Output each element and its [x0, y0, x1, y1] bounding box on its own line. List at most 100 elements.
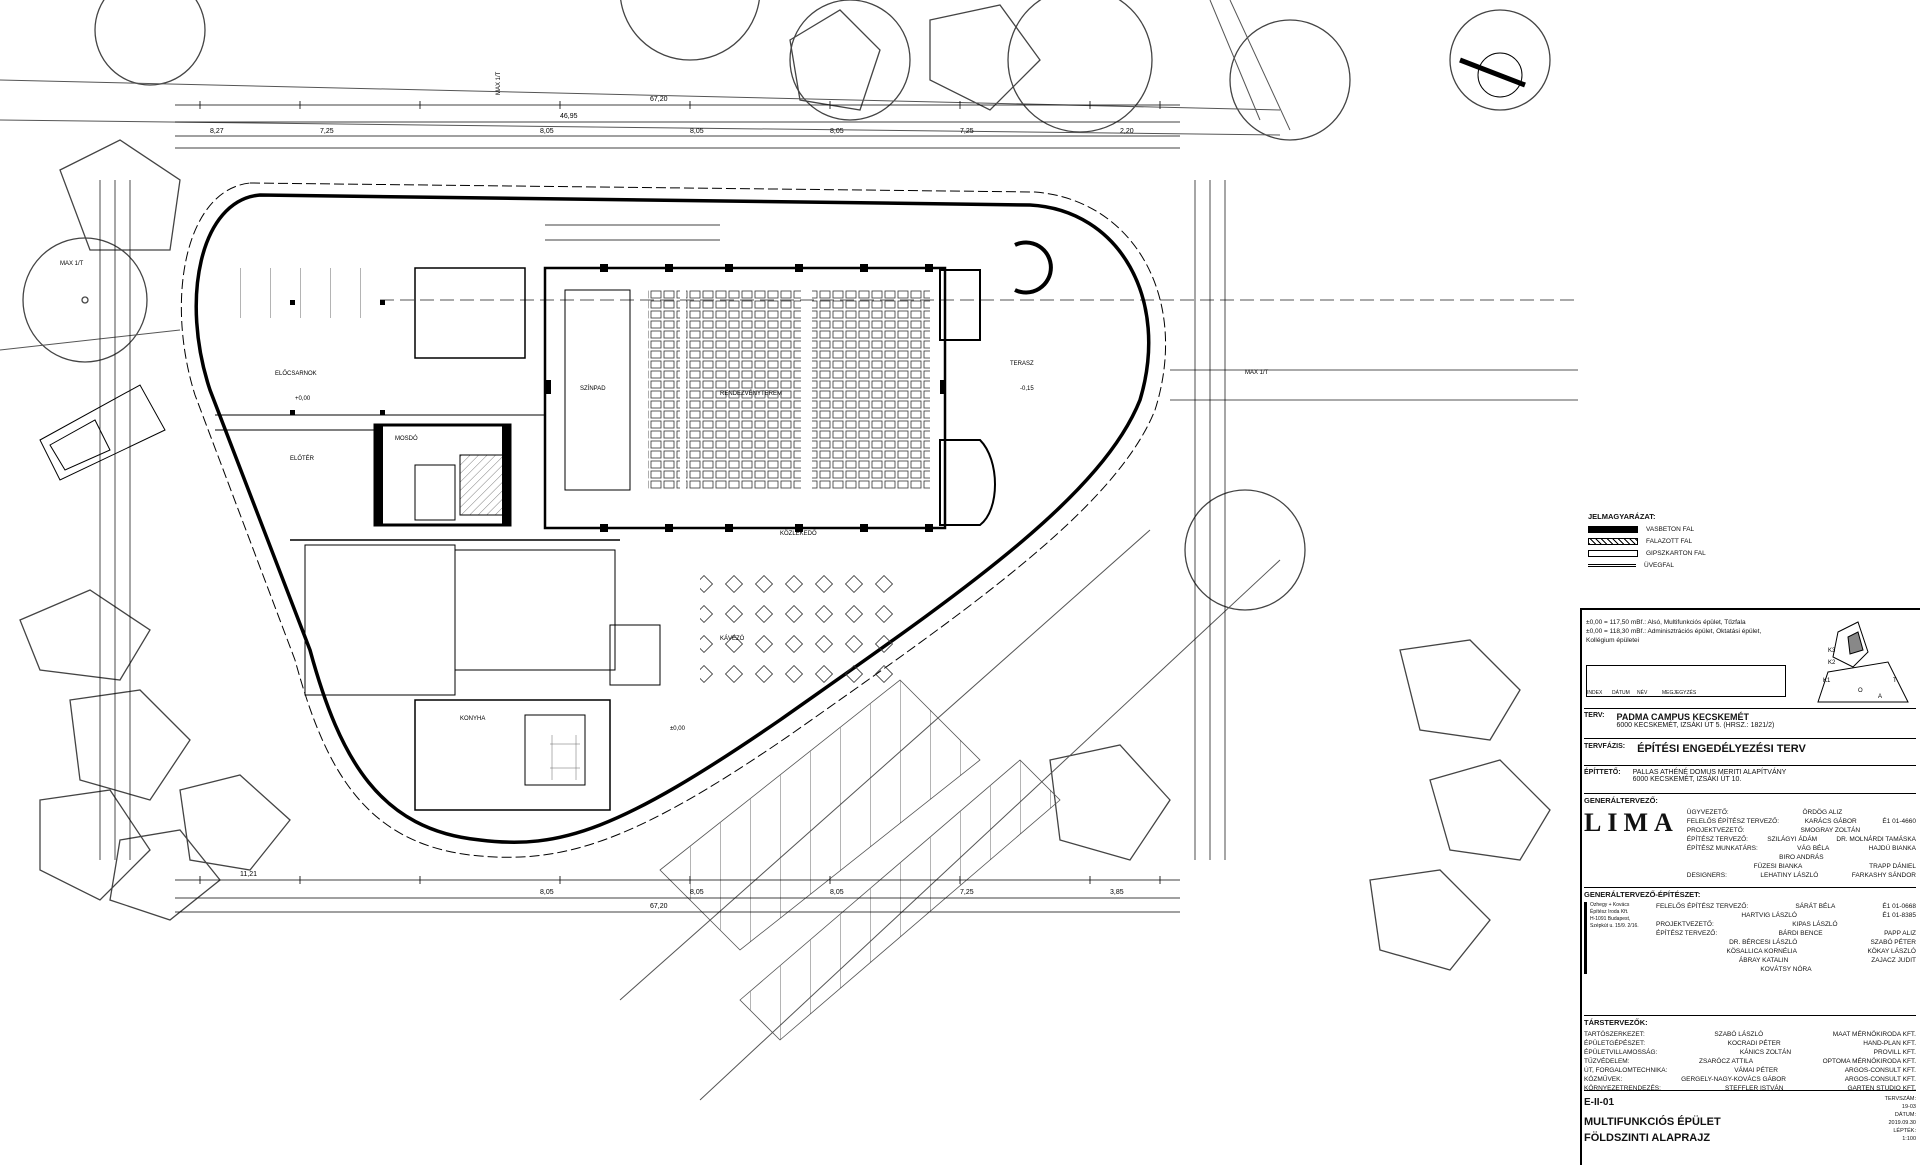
rev-col: NÉV: [1637, 690, 1648, 696]
rev-col: DÁTUM: [1612, 690, 1630, 696]
section-mark-top: MAX 1/T: [496, 71, 502, 95]
dim-bottom-6: 3,85: [1110, 889, 1124, 896]
rev-col: MEGJEGYZÉS: [1662, 690, 1697, 696]
firm: MAAT MÉRNÖKIRODA KFT.: [1832, 1031, 1916, 1038]
firm: HAND-PLAN KFT.: [1863, 1040, 1916, 1047]
key-label: O: [1858, 688, 1863, 694]
level-mark-2: -0,15: [1020, 386, 1034, 392]
sheet-number: E-II-01: [1584, 1097, 1615, 1108]
role: FELELŐS ÉPÍTÉSZ TERVEZŐ:: [1656, 903, 1749, 910]
sheet-title-2: FÖLDSZINTI ALAPRAJZ: [1584, 1132, 1711, 1144]
name: STEFFLER ISTVÁN: [1724, 1085, 1784, 1092]
firm: GARTEN STUDIO KFT.: [1847, 1085, 1916, 1092]
reg-no: SZABÓ PÉTER: [1870, 939, 1916, 946]
legend-swatch-drywall: [1588, 550, 1638, 557]
client-section: ÉPÍTTETŐ: PALLAS ATHÉNÉ DOMUS MERITI ALA…: [1584, 765, 1916, 783]
title-block: JELMAGYARÁZAT: VASBETON FAL FALAZOTT FAL…: [1580, 0, 1920, 1171]
legend-label: FALAZOTT FAL: [1646, 538, 1693, 545]
key-label: A: [1878, 694, 1882, 700]
section-mark-right: MAX 1/T: [1245, 370, 1269, 376]
north-arrow: [1459, 52, 1526, 98]
room-label-kitchen: KONYHA: [460, 716, 485, 722]
meta-value: 19-03: [1901, 1104, 1916, 1110]
architect-section: GENERÁLTERVEZŐ-ÉPÍTÉSZET: Ozhegy + Kovác…: [1584, 887, 1916, 974]
reg-no: TRAPP DÁNIEL: [1869, 863, 1916, 870]
reg-no: PAPP ALIZ: [1884, 930, 1916, 937]
consultants-section: TÁRSTERVEZŐK: TARTÓSZERKEZET:SZABÓ LÁSZL…: [1584, 1015, 1916, 1093]
name: VÁMAI PÉTER: [1734, 1067, 1778, 1074]
legend-label: GIPSZKARTON FAL: [1646, 550, 1706, 557]
floor-plan-drawing: 67,20 46,95 8,27 7,25 8,05 8,05 8,05 7,2…: [0, 0, 1578, 1101]
dim-top-1: 46,95: [560, 113, 578, 120]
name: FÜZESI BIANKA: [1753, 863, 1803, 870]
key-label: K1: [1823, 678, 1831, 684]
dim-bottom-3: 8,05: [690, 889, 704, 896]
role: ÉPÜLETGÉPÉSZET:: [1584, 1040, 1646, 1047]
legend-swatch-masonry: [1588, 538, 1638, 545]
room-label-aula: ELŐCSARNOK: [275, 370, 317, 377]
dim-top-total: 67,20: [650, 96, 668, 103]
name: DR. BÉRCESI LÁSZLÓ: [1729, 939, 1798, 946]
dimension-lines: [99, 104, 1226, 913]
dim-bottom-4: 8,05: [830, 889, 844, 896]
key-label: K2: [1828, 660, 1836, 666]
dim-top-6: 8,05: [830, 128, 844, 135]
client-name: PALLAS ATHÉNÉ DOMUS MERITI ALAPÍTVÁNY: [1632, 769, 1787, 776]
dim-top-3: 7,25: [320, 128, 334, 135]
rev-col: INDEX: [1587, 690, 1603, 696]
legend-item: VASBETON FAL: [1588, 526, 1788, 533]
name: KOVÁTSY NÓRA: [1760, 966, 1812, 973]
name: ÁBRAY KATALIN: [1738, 957, 1789, 964]
firm-line: Ozhegy + Kovács: [1590, 902, 1630, 908]
firm-line: H-1091 Budapest,: [1590, 916, 1631, 922]
project-address: 6000 KECSKEMÉT, IZSÁKI ÚT 5. (HRSZ.: 182…: [1616, 722, 1775, 729]
firm-line: Építész Iroda Kft.: [1590, 909, 1629, 915]
role: TŰZVÉDELEM:: [1584, 1058, 1630, 1065]
revision-table: INDEX DÁTUM NÉV MEGJEGYZÉS: [1586, 665, 1786, 697]
dim-top-4: 8,05: [540, 128, 554, 135]
level-mark-1: ±0,00: [670, 726, 686, 732]
role: ÉPÍTÉSZ TERVEZŐ:: [1686, 836, 1748, 843]
dim-bottom-5: 7,25: [960, 889, 974, 896]
room-label-foyer: ELŐTÉR: [290, 455, 315, 462]
firm-line: Szépkút u. 15/9. 2/16.: [1590, 923, 1639, 929]
general-designer: GENERÁLTERVEZŐ: LIMA ÜGYVEZETŐ:ÖRDÖG ALI…: [1584, 793, 1916, 880]
firm: ARGOS-CONSULT KFT.: [1844, 1067, 1916, 1074]
note-line: ±0,00 = 118,30 mBf.: Adminisztrációs épü…: [1586, 628, 1762, 644]
building-outline: [180, 182, 1167, 858]
general-designer-heading: GENERÁLTERVEZŐ:: [1584, 796, 1658, 805]
dimension-ticks: [199, 101, 1161, 884]
legend-heading: JELMAGYARÁZAT:: [1588, 512, 1656, 521]
name: KIPAS LÁSZLÓ: [1792, 921, 1838, 928]
name: KÖSALLICA KORNÉLIA: [1726, 948, 1797, 955]
name: KARÁCS GÁBOR: [1804, 818, 1857, 825]
reg-no: HAJDÚ BIANKA: [1868, 845, 1916, 852]
role: KÖZMŰVEK:: [1584, 1076, 1623, 1083]
project-name: PADMA CAMPUS KECSKEMÉT: [1616, 712, 1750, 722]
ramp: [39, 384, 166, 481]
role: ÜGYVEZETŐ:: [1686, 809, 1729, 816]
name: KOCRADI PÉTER: [1727, 1040, 1781, 1047]
project-section: TERV: PADMA CAMPUS KECSKEMÉT 6000 KECSKE…: [1584, 708, 1916, 729]
client-address: 6000 KECSKEMÉT, IZSÁKI ÚT 10.: [1632, 776, 1742, 783]
reg-no: KÖKAY LÁSZLÓ: [1867, 948, 1916, 955]
name: SZILÁGYI ÁDÁM: [1767, 836, 1818, 843]
meta-label: LÉPTÉK:: [1893, 1128, 1916, 1134]
role: ÉPÍTÉSZ MUNKATÁRS:: [1686, 845, 1758, 852]
reg-no: ZAJACZ JUDIT: [1871, 957, 1916, 964]
name: SMOGRAY ZOLTÁN: [1800, 827, 1861, 834]
legend-swatch-glass: [1588, 564, 1636, 567]
name: LEHATINY LÁSZLÓ: [1760, 872, 1819, 879]
client-label: ÉPÍTTETŐ:: [1584, 769, 1621, 776]
firm: OPTOMA MÉRNÖKIRODA KFT.: [1822, 1058, 1916, 1065]
meta-label: DÁTUM:: [1894, 1112, 1916, 1118]
room-label-stage: SZÍNPAD: [580, 385, 606, 392]
project-label: TERV:: [1584, 712, 1605, 719]
legend: JELMAGYARÁZAT: VASBETON FAL FALAZOTT FAL…: [1588, 510, 1788, 574]
legend-label: ÜVEGFAL: [1644, 562, 1674, 569]
phase-label: TERVFÁZIS:: [1584, 743, 1626, 750]
firm: PROVILL KFT.: [1873, 1049, 1916, 1056]
reg-no: DR. MOLNÁRDI TAMÁSKA: [1836, 836, 1916, 843]
reg-no: É1 01-4660: [1882, 818, 1916, 825]
key-plan: K3 K2 T K1 O A: [1817, 621, 1909, 703]
